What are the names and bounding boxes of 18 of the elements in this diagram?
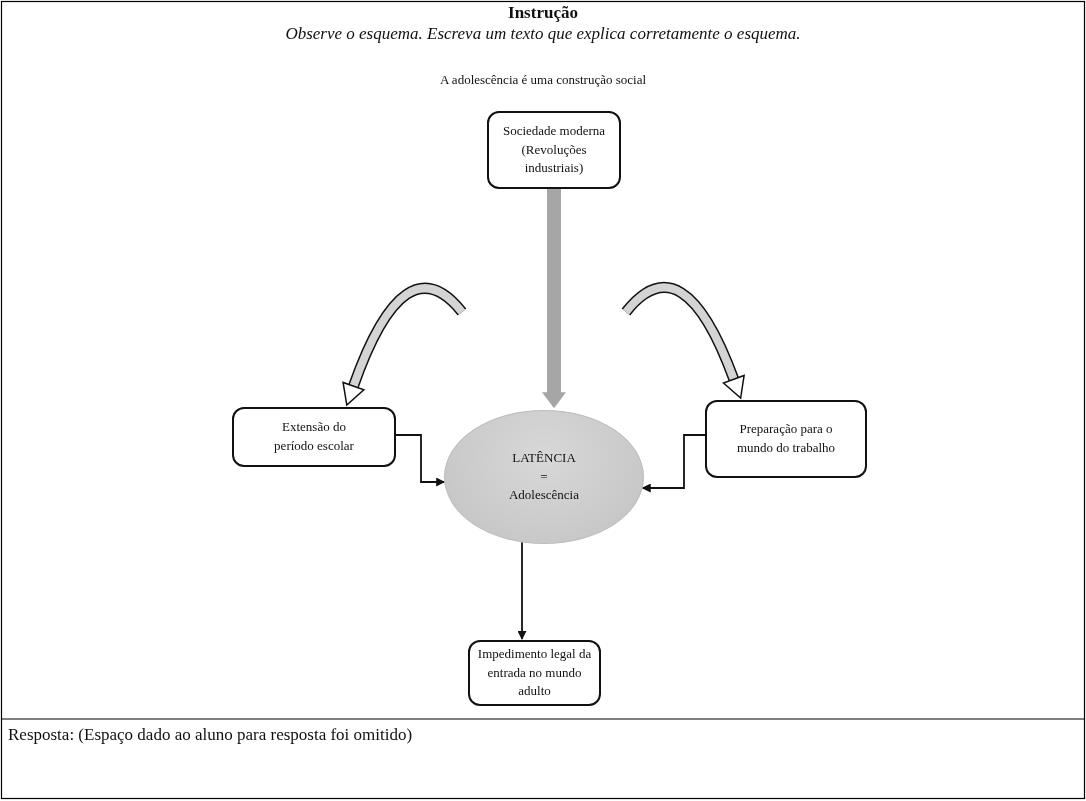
answer-prompt: Resposta: (Espaço dado ao aluno para resposta foi omitido)	[8, 725, 413, 745]
node-label: Impedimento legal da entrada no mundo adulto	[476, 644, 593, 701]
curved-block-arrow	[342, 282, 467, 407]
node-label: Sociedade moderna (Revoluções industriais)	[501, 121, 607, 178]
title: Instrução	[507, 3, 579, 23]
arrow	[395, 434, 446, 487]
process-box	[232, 407, 396, 467]
node-label: LATÊNCIA = Adolescência	[509, 448, 579, 505]
curved-block-arrow	[621, 282, 746, 400]
process-box	[487, 111, 621, 189]
diagram-heading: A adolescência é uma construção social	[438, 72, 648, 88]
process-box	[468, 640, 601, 706]
node-label: Preparação para o mundo do trabalho	[735, 420, 837, 457]
arrow	[641, 434, 706, 493]
block-arrow	[542, 189, 566, 409]
instruction-text: Observe o esquema. Escreva um texto que explica corretamente o esquema.	[284, 24, 802, 44]
process-box	[705, 400, 867, 478]
node-label: Extensão do período escolar	[273, 418, 355, 455]
